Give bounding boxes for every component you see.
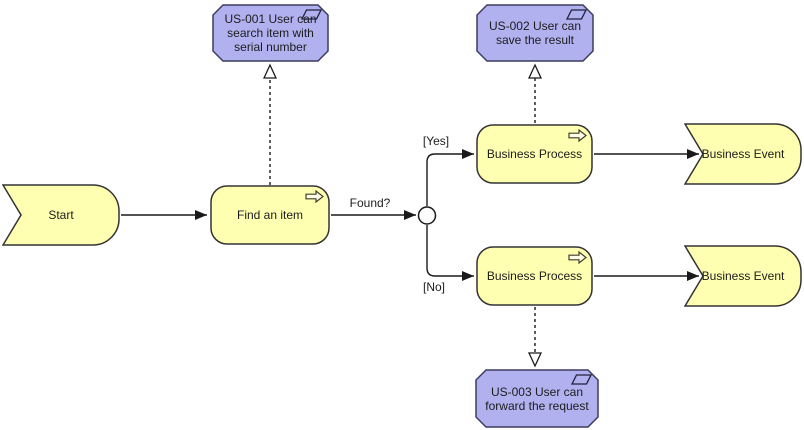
node-label: Business Event bbox=[701, 147, 785, 161]
node-label: US-002 User can save the result bbox=[488, 19, 582, 47]
business-event-shape bbox=[684, 123, 802, 185]
node-find-an-item[interactable]: Find an item bbox=[210, 185, 330, 245]
node-label: US-003 User can forward the request bbox=[485, 384, 589, 413]
parallelogram-icon bbox=[301, 9, 322, 20]
process-arrow-icon bbox=[305, 190, 324, 203]
business-process-shape bbox=[210, 185, 330, 245]
edge-no-branch[interactable] bbox=[426, 225, 474, 281]
node-requirement-us002[interactable]: US-002 User can save the result bbox=[476, 4, 594, 62]
node-label: Find an item bbox=[236, 208, 304, 222]
node-business-process-no[interactable]: Business Process bbox=[476, 246, 593, 306]
node-start-event[interactable]: Start bbox=[2, 184, 120, 246]
business-process-shape bbox=[476, 246, 593, 306]
parallelogram-icon bbox=[566, 9, 587, 20]
node-label: Business Event bbox=[701, 269, 785, 283]
edge-yes-branch[interactable] bbox=[426, 149, 474, 206]
node-business-process-yes[interactable]: Business Process bbox=[476, 124, 593, 184]
process-arrow-icon bbox=[568, 129, 587, 142]
node-business-event-no[interactable]: Business Event bbox=[684, 245, 802, 307]
node-label: Start bbox=[48, 208, 74, 222]
node-label: Business Process bbox=[486, 147, 583, 161]
edge-label-yes: [Yes] bbox=[422, 134, 450, 148]
node-label: Business Process bbox=[486, 269, 583, 283]
edge-label-no: [No] bbox=[422, 280, 445, 294]
requirement-shape bbox=[212, 4, 329, 62]
junction-node[interactable] bbox=[417, 206, 437, 225]
business-event-shape bbox=[684, 245, 802, 307]
requirement-shape bbox=[476, 4, 594, 62]
business-process-shape bbox=[476, 124, 593, 184]
business-event-shape bbox=[2, 184, 120, 246]
node-label: US-001 User can search item with serial … bbox=[224, 12, 317, 54]
node-business-event-yes[interactable]: Business Event bbox=[684, 123, 802, 185]
node-requirement-us003[interactable]: US-003 User can forward the request bbox=[475, 369, 599, 428]
process-arrow-icon bbox=[568, 251, 587, 264]
node-requirement-us001[interactable]: US-001 User can search item with serial … bbox=[212, 4, 329, 62]
edge-label-found: Found? bbox=[349, 196, 391, 210]
requirement-shape bbox=[475, 369, 599, 428]
parallelogram-icon bbox=[571, 374, 592, 385]
